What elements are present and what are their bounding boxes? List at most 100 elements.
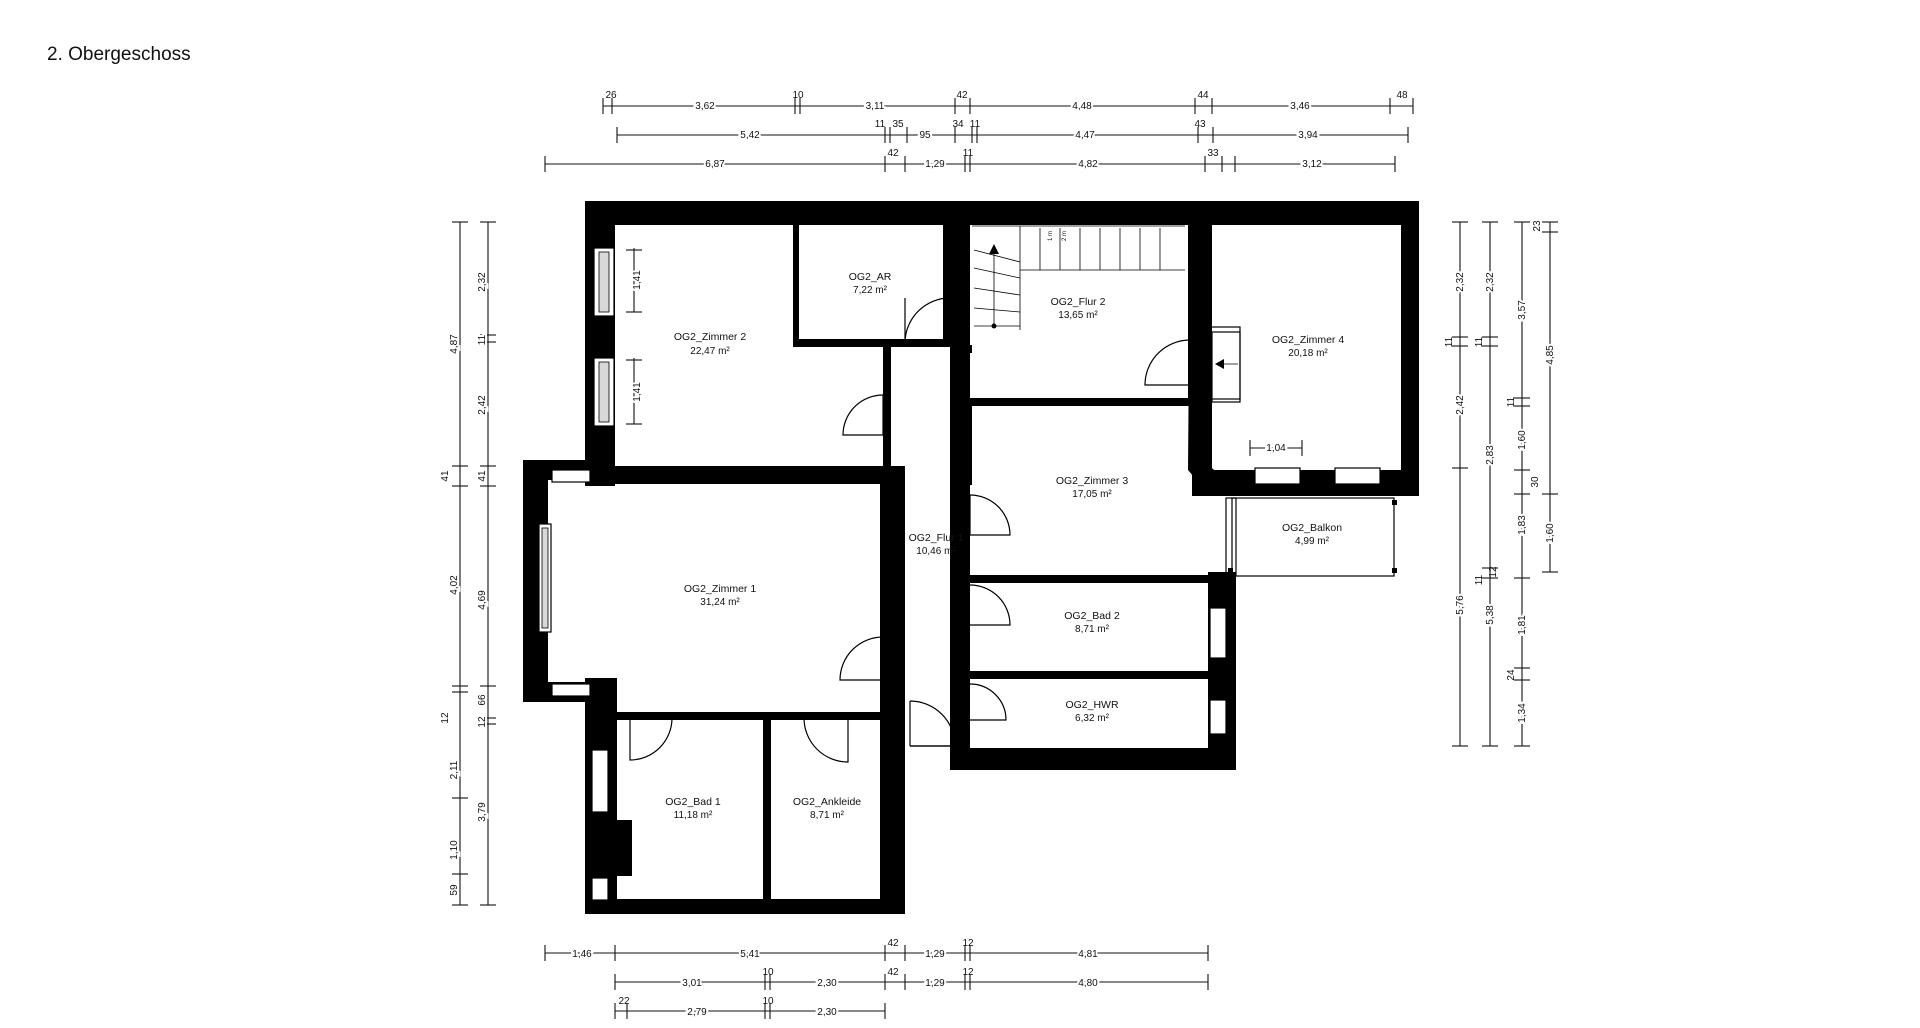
dim-bot3-1: 2,79 [687, 1007, 707, 1018]
dim-right4-1: 4,85 [1545, 345, 1556, 365]
dim-right4-2: 1,60 [1545, 523, 1556, 543]
dim-bot1-0: 1,46 [572, 949, 592, 960]
dim-bot3-3: 2,30 [817, 1007, 837, 1018]
dim-left-outer-0: 4,87 [449, 334, 460, 354]
dim-right2-0: 2,32 [1485, 272, 1496, 292]
room-name: OG2_Zimmer 4 [1272, 334, 1345, 346]
dim-left-outer-4: 2,11 [449, 760, 460, 779]
room-labels: OG2_Zimmer 2 22,47 m² OG2_AR 7,22 m² OG2… [665, 271, 1344, 821]
page-title: 2. Obergeschoss [47, 44, 191, 65]
dim-top1-1: 3,62 [695, 101, 715, 112]
dimension-inner: 1,04 [1249, 440, 1303, 456]
dim-right1-3: 5,76 [1455, 595, 1466, 615]
dim-bot1-4: 12 [962, 938, 974, 949]
room-area: 13,65 m² [1058, 310, 1098, 321]
dim-left-outer-6: 59 [449, 884, 460, 896]
dimensions-right: 2,32 11 2,42 5,76 2,32 11 2,83 11 12 5,3… [1444, 220, 1558, 747]
room-area: 8,71 m² [1075, 624, 1110, 635]
dim-left-inner-0: 2,32 [477, 272, 488, 292]
room-name: OG2_Zimmer 3 [1056, 475, 1129, 487]
room-name: OG2_AR [849, 271, 892, 283]
dim-top2-8: 3,94 [1298, 130, 1318, 141]
dim-bot3-2: 10 [762, 996, 774, 1007]
dim-left-inner-7: 3,79 [477, 802, 488, 822]
dim-right2-2: 2,83 [1485, 445, 1496, 465]
dim-window-1: 1,41 [632, 382, 643, 402]
dim-left-outer-5: 1,10 [449, 840, 460, 860]
dim-left-outer-1: 41 [440, 470, 451, 482]
dim-left-outer-2: 4,02 [449, 575, 460, 595]
room-name: OG2_Flur 1 [909, 532, 964, 544]
dim-right3-2: 1,60 [1517, 430, 1528, 450]
dim-bot2-3: 42 [887, 967, 899, 978]
room-area: 10,46 m² [916, 546, 956, 557]
dim-left-outer-3: 12 [440, 712, 451, 724]
dim-top1-2: 10 [792, 90, 804, 101]
dim-right2-4: 12 [1488, 566, 1499, 578]
room-area: 31,24 m² [700, 597, 740, 608]
dim-bot2-5: 12 [962, 967, 974, 978]
dim-top2-0: 5,42 [740, 130, 760, 141]
dim-bot1-5: 4,81 [1078, 949, 1098, 960]
room-area: 20,18 m² [1288, 348, 1328, 359]
room-name: OG2_HWR [1065, 699, 1119, 711]
dim-top3-4: 4,82 [1078, 159, 1098, 170]
room-name: OG2_Balkon [1282, 522, 1342, 534]
dim-right1-0: 2,32 [1455, 272, 1466, 292]
dim-bot2-0: 3,01 [682, 978, 702, 989]
dim-left-inner-3: 41 [477, 470, 488, 482]
dimensions-left: 4,87 41 4,02 12 2,11 1,10 59 2,32 11 2,4… [440, 221, 645, 906]
stair-label-1: 1 m [1048, 231, 1054, 241]
dim-right3-4: 1,83 [1517, 515, 1528, 535]
dim-top3-6: 3,12 [1302, 159, 1322, 170]
dim-top3-1: 42 [887, 148, 899, 159]
dim-bot3-0: 22 [618, 996, 630, 1007]
dim-left-inner-5: 66 [477, 694, 488, 706]
dim-right3-6: 24 [1506, 669, 1517, 681]
dim-left-inner-2: 2,42 [477, 395, 488, 415]
dimensions-top: 26 3,62 10 3,11 42 4,48 44 3,46 48 5,42 … [544, 90, 1414, 172]
dim-top2-1: 11 [875, 119, 886, 130]
dim-bot2-4: 1,29 [925, 978, 945, 989]
dim-top2-4: 34 [952, 119, 964, 130]
dim-left-inner-1: 11 [477, 334, 488, 345]
dim-right3-0: 3,57 [1517, 300, 1528, 320]
room-name: OG2_Flur 2 [1051, 296, 1106, 308]
dim-bot2-2: 2,30 [817, 978, 837, 989]
dim-top3-3: 11 [963, 148, 974, 159]
doors [629, 297, 1191, 763]
dimensions-bottom: 1,46 5,41 42 1,29 12 4,81 3,01 10 2,30 4… [544, 938, 1209, 1020]
dim-right4-0: 23 [1532, 220, 1543, 232]
dim-right2-1: 11 [1474, 336, 1485, 347]
dim-right3-1: 11 [1506, 396, 1517, 407]
dim-window-0: 1,41 [632, 270, 643, 290]
dim-top3-2: 1,29 [925, 159, 945, 170]
dim-top2-7: 43 [1194, 119, 1206, 130]
room-area: 8,71 m² [810, 810, 845, 821]
dim-top2-3: 95 [919, 130, 931, 141]
dim-bot2-6: 4,80 [1078, 978, 1098, 989]
dim-left-inner-4: 4,69 [477, 590, 488, 610]
room-area: 11,18 m² [674, 810, 713, 821]
dim-right3-5: 1,81 [1517, 615, 1528, 635]
dim-top1-6: 44 [1197, 90, 1209, 101]
dim-bot2-1: 10 [762, 967, 774, 978]
dim-right2-3: 11 [1474, 574, 1485, 585]
stair-label-2: 2 m [1062, 231, 1068, 241]
room-area: 7,22 m² [853, 285, 888, 296]
dim-right1-1: 11 [1444, 336, 1455, 347]
dim-right2-5: 5,38 [1485, 605, 1496, 625]
dim-right1-2: 2,42 [1455, 395, 1466, 415]
dim-bot1-1: 5,41 [740, 949, 760, 960]
staircase: 1 m 2 m [972, 225, 1241, 400]
dim-bot1-3: 1,29 [925, 949, 945, 960]
room-area: 22,47 m² [690, 346, 730, 357]
room-area: 6,32 m² [1075, 713, 1110, 724]
dim-right3-7: 1,34 [1517, 703, 1528, 723]
dim-bot1-2: 42 [887, 938, 899, 949]
dim-top1-5: 4,48 [1072, 101, 1092, 112]
room-area: 4,99 m² [1295, 536, 1330, 547]
dim-top1-7: 3,46 [1290, 101, 1310, 112]
room-name: OG2_Zimmer 2 [674, 331, 747, 343]
